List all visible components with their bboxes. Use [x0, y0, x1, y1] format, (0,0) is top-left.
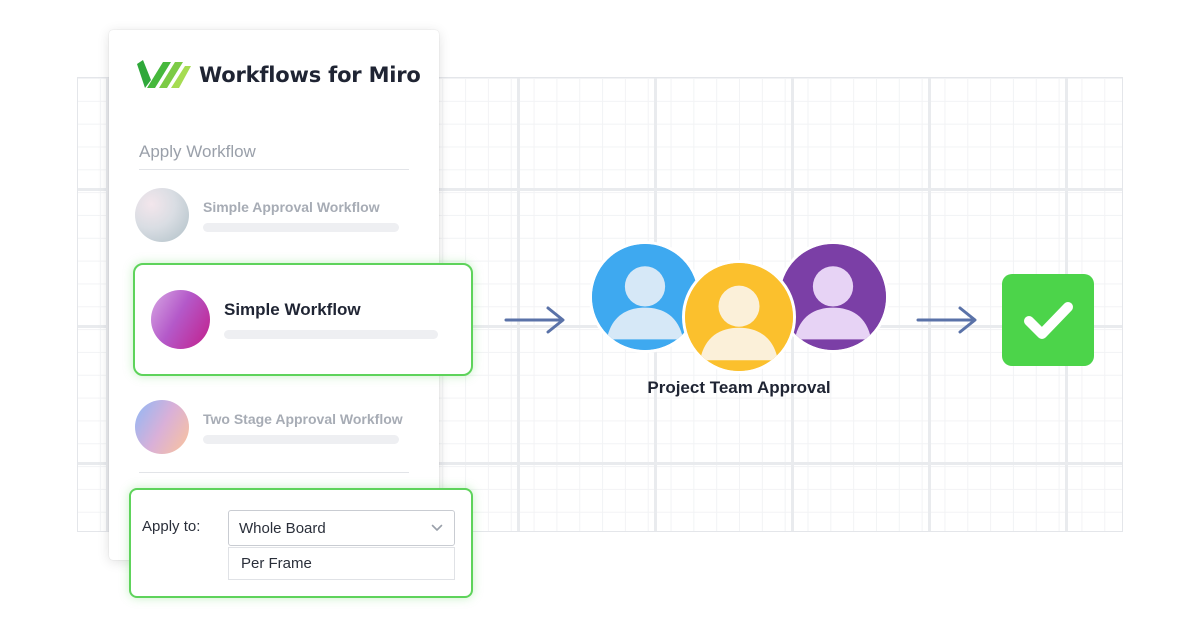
app-header: Workflows for Miro: [137, 58, 421, 92]
approved-status-tile: [1002, 274, 1094, 366]
workflow-placeholder-bar: [224, 330, 438, 339]
workflows-logo-icon: [137, 60, 191, 88]
user-avatar-icon: [777, 241, 889, 353]
workflow-name: Simple Approval Workflow: [203, 198, 380, 215]
checkmark-icon: [1024, 302, 1073, 339]
workflow-item-simple-approval[interactable]: Simple Approval Workflow: [135, 188, 399, 242]
workflow-item-two-stage-approval[interactable]: Two Stage Approval Workflow: [135, 400, 403, 454]
app-title: Workflows for Miro: [199, 63, 421, 87]
apply-to-option-per-frame[interactable]: Per Frame: [228, 547, 455, 580]
workflow-placeholder-bar: [203, 434, 399, 444]
apply-to-select[interactable]: Whole Board: [228, 510, 455, 546]
workflow-item-simple[interactable]: Simple Workflow: [151, 290, 438, 349]
apply-workflow-heading: Apply Workflow: [139, 142, 256, 161]
workflow-name: Two Stage Approval Workflow: [203, 410, 403, 427]
user-avatar-icon: [589, 241, 701, 353]
chevron-down-icon: [431, 524, 443, 531]
arrow-right-icon: [916, 306, 977, 334]
arrow-right-icon: [504, 306, 565, 334]
divider: [139, 472, 409, 473]
workflow-thumbnail: [135, 188, 189, 242]
divider: [139, 169, 409, 170]
apply-to-selected-value: Whole Board: [239, 519, 326, 537]
approval-group-label: Project Team Approval: [647, 378, 831, 397]
apply-to-label: Apply to:: [142, 518, 201, 535]
workflow-name: Simple Workflow: [224, 300, 361, 319]
workflow-thumbnail: [135, 400, 189, 454]
user-avatar-icon: [682, 260, 796, 374]
workflow-placeholder-bar: [203, 222, 399, 232]
workflow-thumbnail: [151, 290, 210, 349]
